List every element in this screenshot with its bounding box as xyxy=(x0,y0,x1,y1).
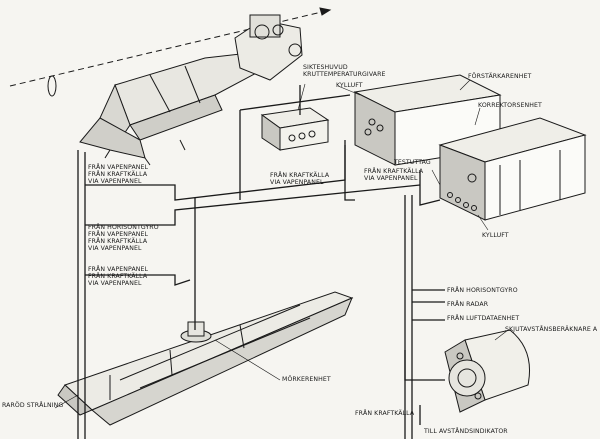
corrector-unit-box xyxy=(438,117,587,221)
label-line: TILL AVSTÅNDSINDIKATOR xyxy=(424,428,508,435)
label-line: FRÅN VAPENPANEL xyxy=(88,164,149,171)
label-radar: FRÅN RADAR xyxy=(447,301,488,308)
label-line: FRÅN KRAFTKÄLLA xyxy=(88,273,148,280)
label-line: VIA VAPENPANEL xyxy=(88,280,142,287)
label-line: MÖRKERENHET xyxy=(282,376,331,383)
label-line: FRÅN KRAFTKÄLLA xyxy=(364,168,424,175)
label-line: FRÅN RADAR xyxy=(447,301,489,308)
label-air-data-unit: FRÅN LUFTDATAENHET xyxy=(447,315,519,322)
label-line: VIA VAPENPANEL xyxy=(88,178,142,185)
label-test-outlet: TESTUTTAG xyxy=(394,159,431,166)
label-sight-head: SIKTESHUVUD KRUTTEMPERATURGIVARE xyxy=(303,64,386,78)
label-line: KYLLUFT xyxy=(482,232,509,239)
label-line: KRUTTEMPERATURGIVARE xyxy=(303,71,386,78)
label-line: VIA VAPENPANEL xyxy=(88,245,142,252)
label-line: FRÅN VAPENPANEL xyxy=(88,231,149,238)
leader-lines xyxy=(54,79,509,409)
label-amplifier-unit: FÖRSTÄRKARENHET xyxy=(468,73,531,80)
label-line: KYLLUFT xyxy=(336,82,363,89)
axis-arrow-icon xyxy=(319,7,332,16)
label-cooling-air-top: KYLLUFT xyxy=(336,82,363,89)
label-line: SKJUTAVSTÅNSBERÄKNARE A xyxy=(505,326,598,333)
label-range-indicator: TILL AVSTÅNDSINDIKATOR xyxy=(424,428,508,435)
label-line: FRÅN HORISONTGYRO xyxy=(447,287,518,294)
label-line: RARÖD STRÅLNING xyxy=(2,402,64,409)
label-line: TESTUTTAG xyxy=(394,159,431,166)
label-line: FRÅN HORISONTGYRO xyxy=(88,224,159,231)
label-ir-radiation: RARÖD STRÅLNING xyxy=(2,402,63,409)
label-power-source-bottom: FRÅN KRAFTKÄLLA xyxy=(355,410,414,417)
label-range-computer: SKJUTAVSTÅNSBERÄKNARE A xyxy=(505,326,597,333)
wiring-harness xyxy=(77,85,445,439)
label-line: VIA VAPENPANEL xyxy=(270,179,324,186)
label-horizon-gyro-group: FRÅN HORISONTGYRO FRÅN VAPENPANEL FRÅN K… xyxy=(88,224,159,252)
label-line: FRÅN KRAFTKÄLLA xyxy=(88,171,148,178)
label-weapon-panel-1: FRÅN VAPENPANEL FRÅN KRAFTKÄLLA VIA VAPE… xyxy=(88,164,148,185)
label-weapon-panel-2: FRÅN VAPENPANEL FRÅN KRAFTKÄLLA VIA VAPE… xyxy=(88,266,148,287)
label-line: KORREKTORSENHET xyxy=(478,102,542,109)
label-line: FRÅN KRAFTKÄLLA xyxy=(270,172,330,179)
temperature-transmitter-box xyxy=(260,107,330,151)
label-line: FRÅN KRAFTKÄLLA xyxy=(355,410,415,417)
missile-body xyxy=(57,291,354,426)
label-corrector-unit: KORREKTORSENHET xyxy=(478,102,542,109)
label-line: FÖRSTÄRKARENHET xyxy=(468,73,532,80)
label-horizon-gyro-right: FRÅN HORISONTGYRO xyxy=(447,287,518,294)
range-computer-box xyxy=(444,329,531,413)
label-line: FRÅN VAPENPANEL xyxy=(88,266,149,273)
label-power-source-mid: FRÅN KRAFTKÄLLA VIA VAPENPANEL xyxy=(270,172,329,186)
label-line: VIA VAPENPANEL xyxy=(364,175,418,182)
sight-head-assembly xyxy=(79,14,303,166)
label-power-source-right: FRÅN KRAFTKÄLLA VIA VAPENPANEL xyxy=(364,168,423,182)
label-line: FRÅN LUFTDATAENHET xyxy=(447,315,520,322)
label-cooling-air-bottom: KYLLUFT xyxy=(482,232,509,239)
label-line: FRÅN KRAFTKÄLLA xyxy=(88,238,148,245)
label-line: SIKTESHUVUD xyxy=(303,64,348,71)
reticle-ring xyxy=(47,75,57,97)
label-dark-unit: MÖRKERENHET xyxy=(282,376,331,383)
